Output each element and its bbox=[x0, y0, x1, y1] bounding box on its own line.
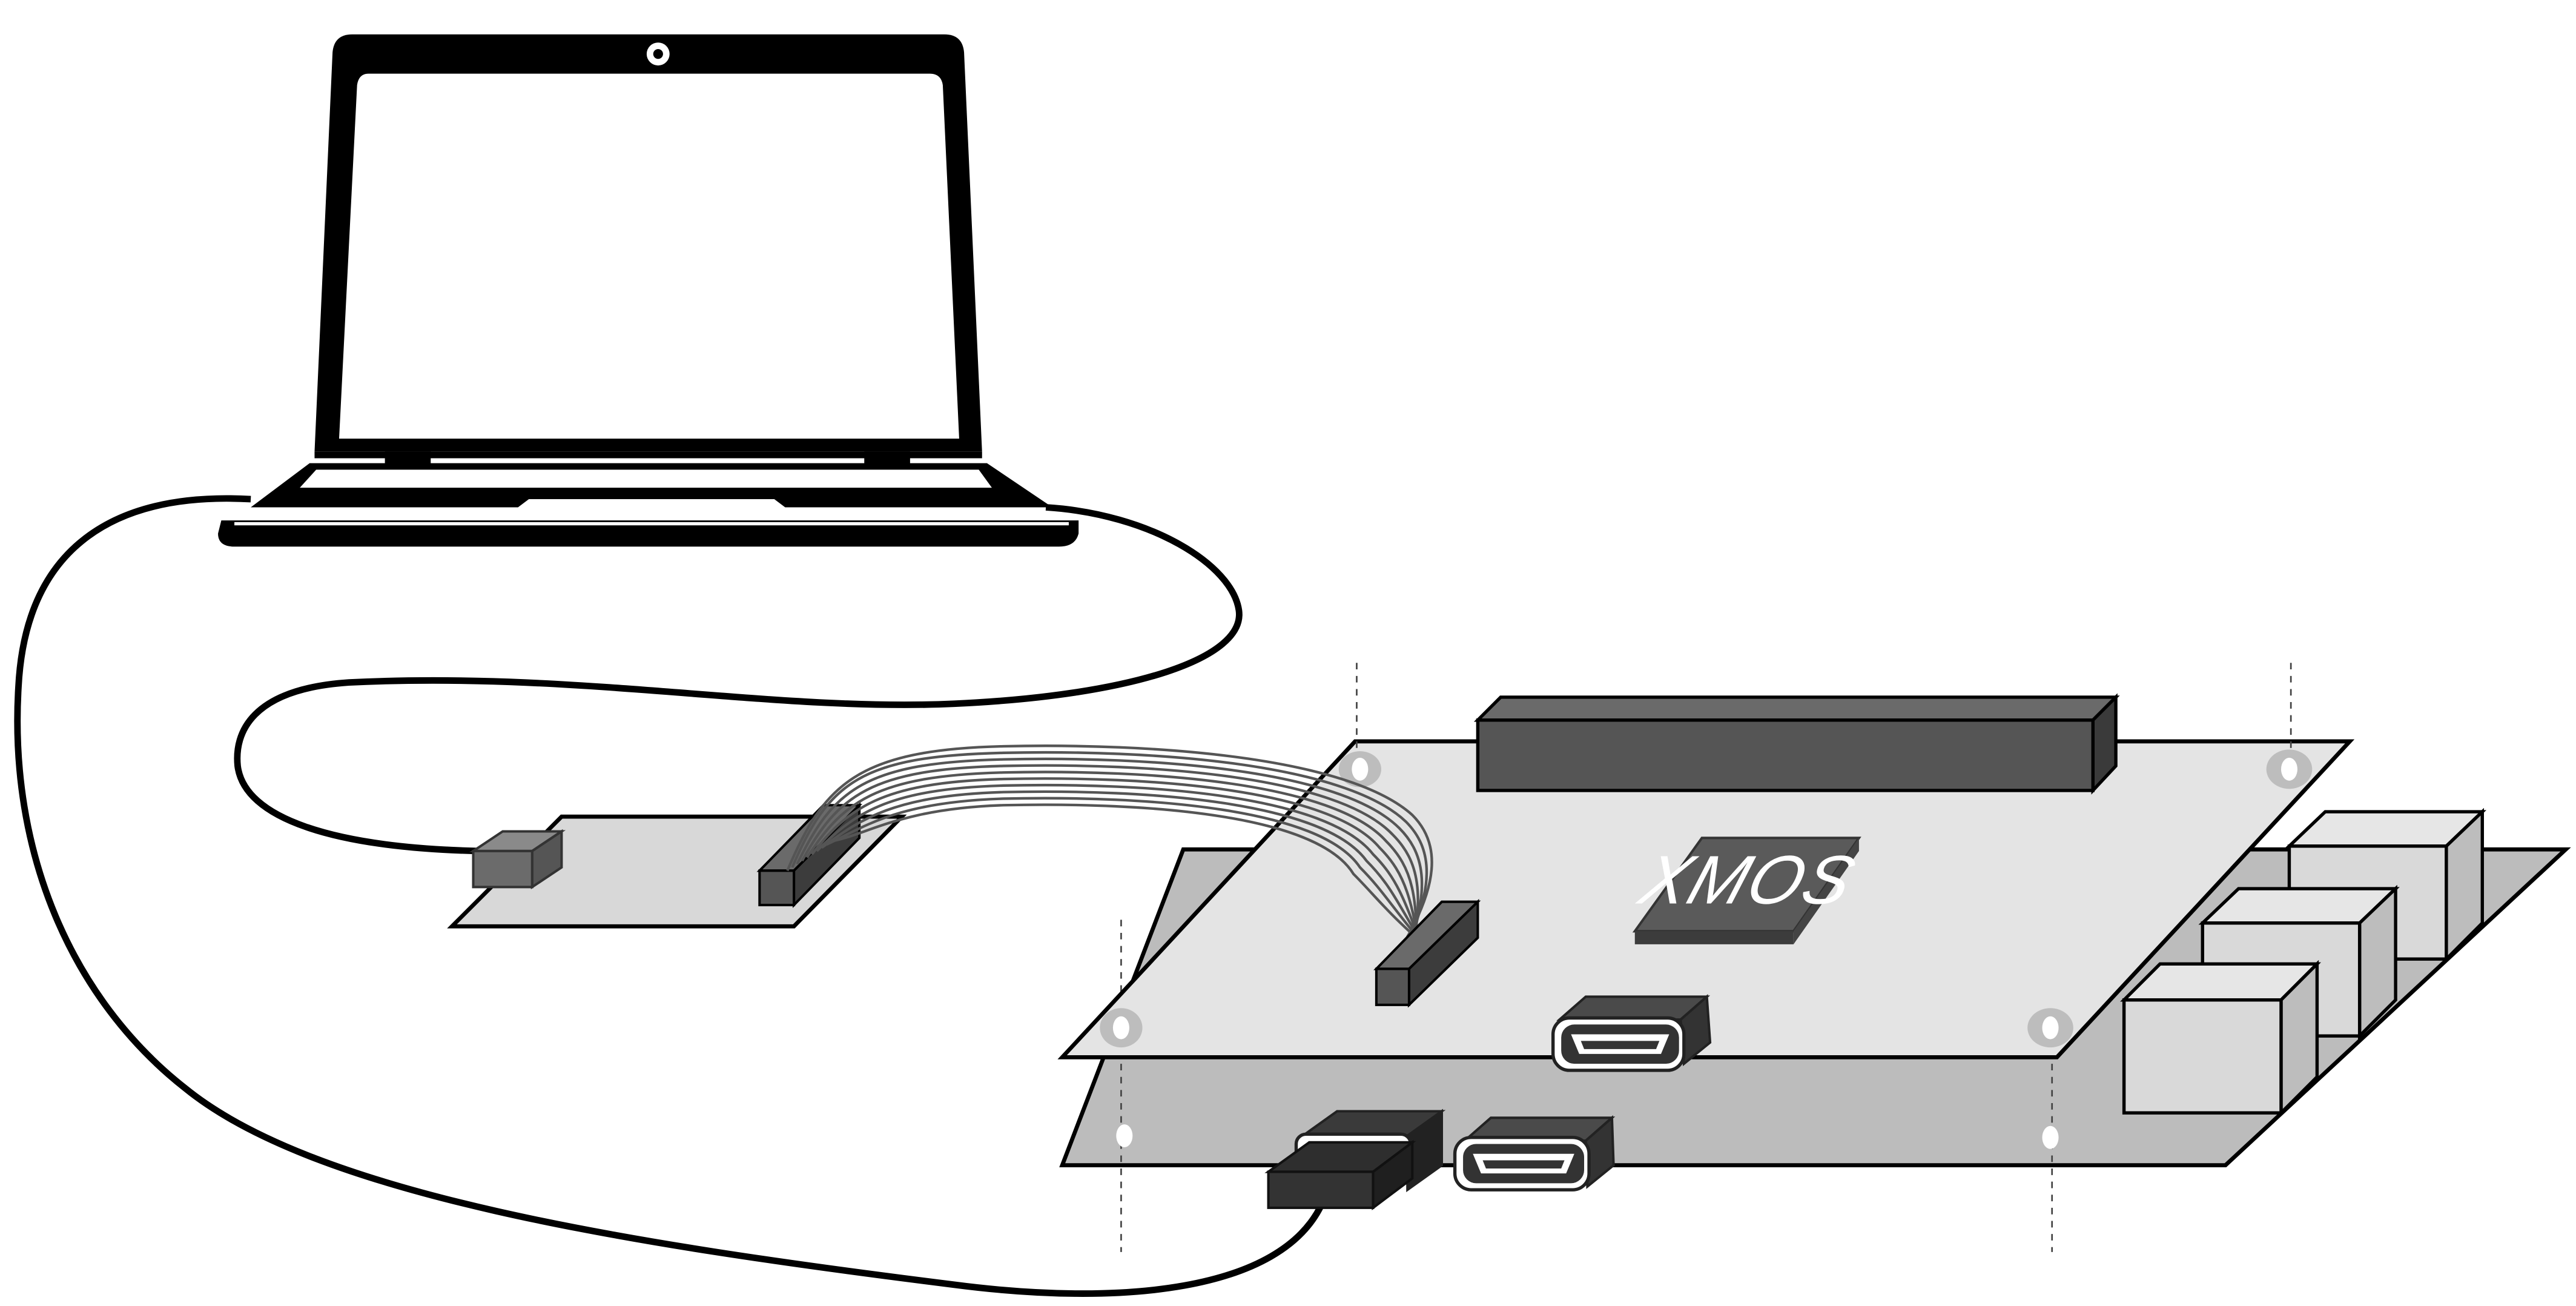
adapter-usb-plug bbox=[469, 829, 566, 890]
usb-cable-icon bbox=[234, 504, 1243, 855]
laptop-base bbox=[218, 520, 1079, 547]
chip-label: XMOS bbox=[1630, 841, 1865, 918]
usb-cable-main bbox=[14, 495, 1326, 1297]
hdmi-port-icon bbox=[1453, 1115, 1616, 1192]
board-header-connector bbox=[1373, 898, 1481, 1008]
xmos-chip-icon: XMOS bbox=[1630, 837, 1865, 944]
mounting-hole bbox=[2266, 749, 2313, 789]
mounting-hole bbox=[1338, 751, 1381, 787]
rj45-port-icon bbox=[2120, 807, 2487, 1117]
usb-port-icon bbox=[1264, 1109, 1446, 1210]
touchpad bbox=[509, 499, 794, 514]
mounting-hole bbox=[1100, 1008, 1143, 1048]
ribbon-cable-icon bbox=[786, 744, 1450, 967]
laptop-display bbox=[339, 73, 959, 439]
hdmi-port-icon bbox=[1551, 994, 1712, 1072]
mounting-hole bbox=[2027, 1008, 2073, 1048]
expansion-header-icon bbox=[1473, 693, 2120, 795]
laptop-icon bbox=[218, 34, 1079, 547]
